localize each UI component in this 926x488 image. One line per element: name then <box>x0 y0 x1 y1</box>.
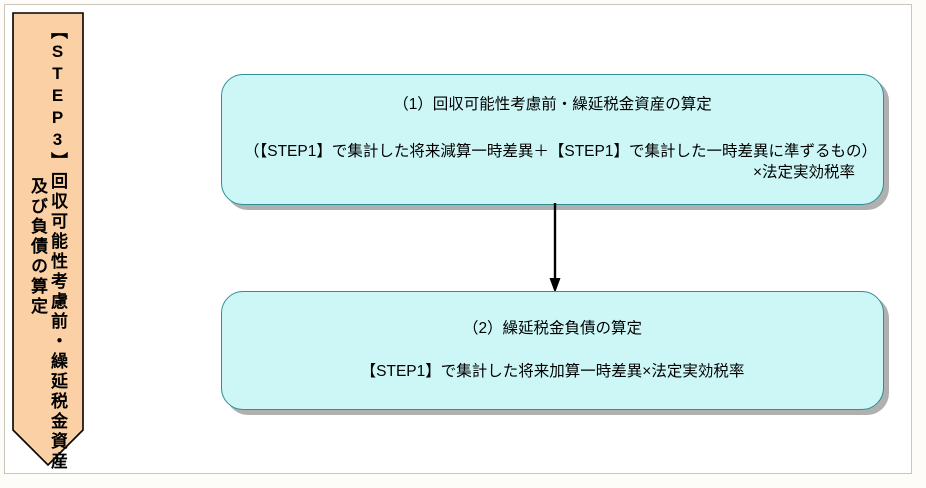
box-top-formula: （【STEP1】で集計した将来減算一時差異＋【STEP1】で集計した一時差異に準… <box>244 143 877 161</box>
flow-box-deferred-tax-liability: （2）繰延税金負債の算定 【STEP1】で集計した将来加算一時差異×法定実効税率 <box>221 291 884 410</box>
box-top-heading: （1）回収可能性考慮前・繰延税金資産の算定 <box>393 96 712 114</box>
connector-arrow-icon <box>549 203 561 293</box>
box-bottom-formula: 【STEP1】で集計した将来加算一時差異×法定実効税率 <box>360 362 745 380</box>
step-arrow-shape <box>12 12 84 467</box>
flow-box-recoverable-asset: （1）回収可能性考慮前・繰延税金資産の算定 （【STEP1】で集計した将来減算一… <box>221 74 884 205</box>
box-bottom-heading: （2）繰延税金負債の算定 <box>462 319 643 337</box>
step3-arrow-banner: 【STEP3】回収可能性考慮前・繰延税金資産 及び負債の算定 <box>12 12 84 472</box>
box-top-formula-tail: ×法定実効税率 <box>752 163 855 181</box>
